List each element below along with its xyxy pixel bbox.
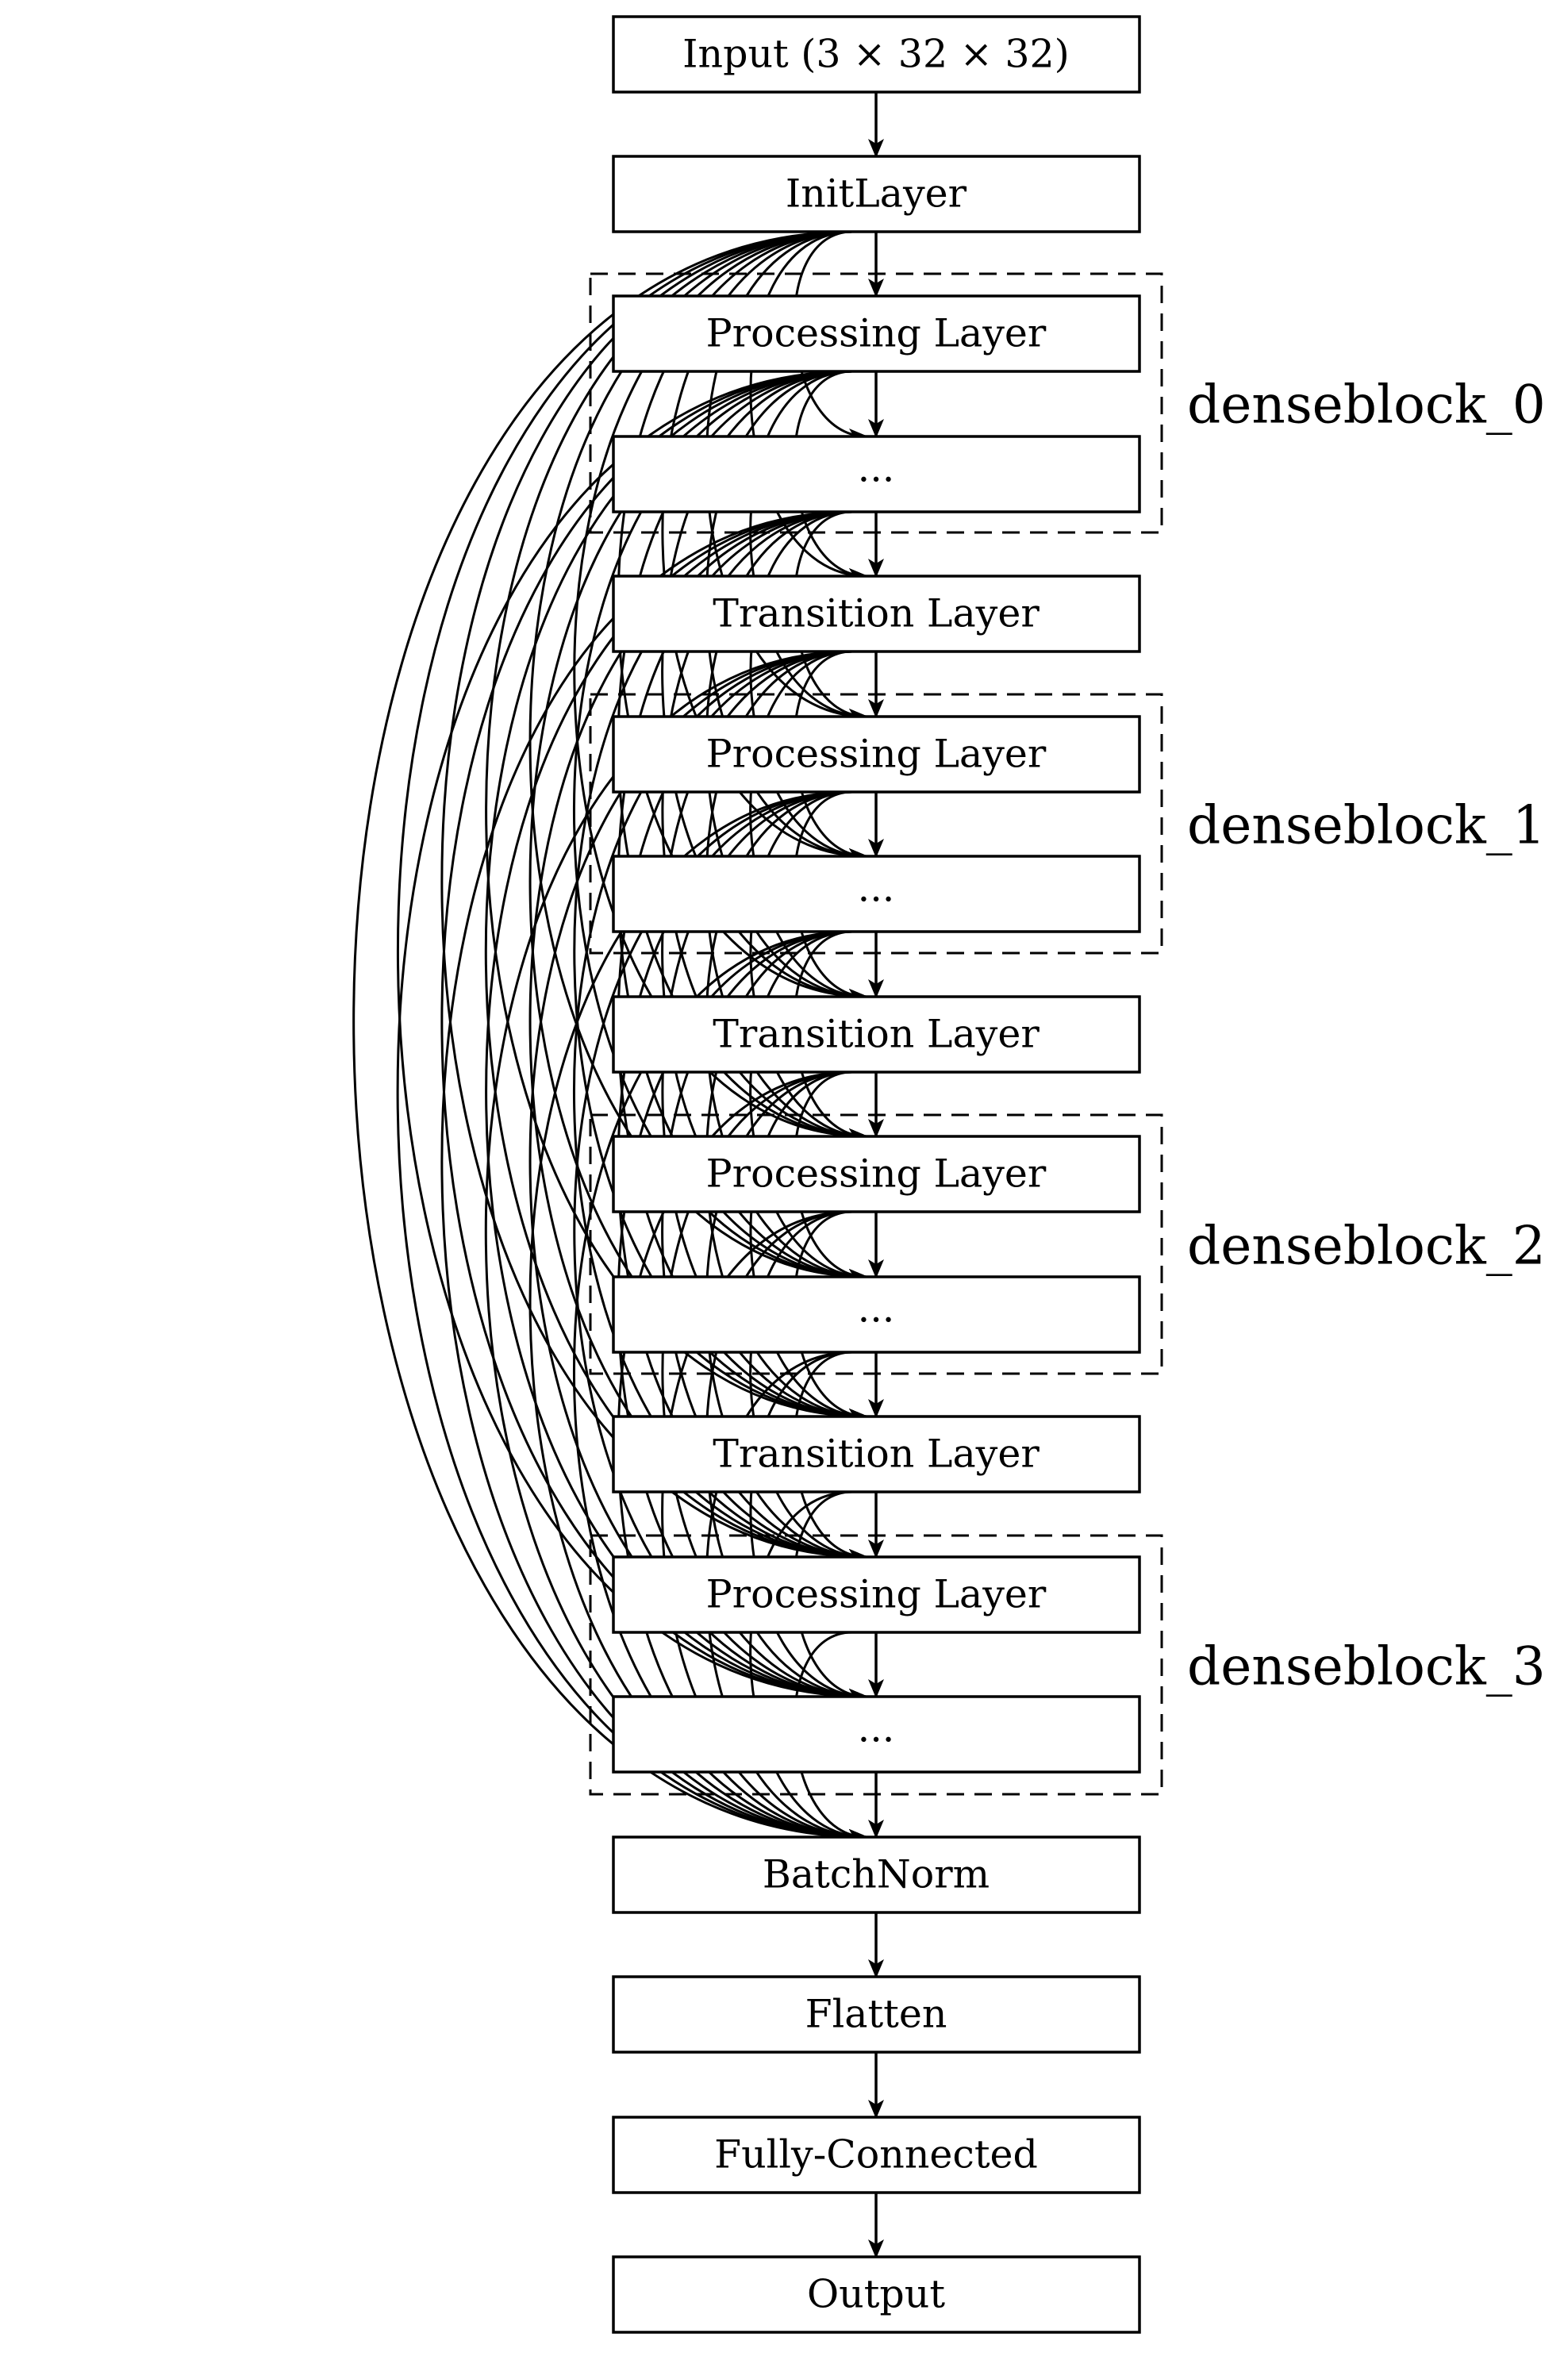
flatten-layer-label: Flatten (805, 1992, 947, 2037)
skip-connection-arrow (661, 790, 868, 1424)
skip-connection-arrow (749, 650, 868, 1005)
ellipsis-layer-label: ... (858, 866, 895, 911)
batchnorm-layer: BatchNorm (612, 1835, 1141, 1914)
output-layer: Output (612, 2255, 1141, 2334)
skip-connection-arrow (661, 930, 868, 1565)
skip-connection-arrow (749, 1071, 868, 1424)
skip-connection-arrow (352, 230, 868, 1845)
layer-boxes: Input (3 × 32 × 32) InitLayer Processing… (612, 15, 1141, 2334)
ellipsis-layer-label: ... (858, 1706, 895, 1751)
ellipsis-layer-block1: ... (612, 855, 1141, 933)
skip-connection-arrow (573, 370, 868, 1285)
transition-layer-1: Transition Layer (612, 995, 1141, 1074)
batchnorm-layer-label: BatchNorm (763, 1852, 990, 1897)
fully-connected-layer-label: Fully-Connected (714, 2132, 1038, 2178)
init-layer-label: InitLayer (786, 171, 967, 217)
transition-layer-label: Transition Layer (713, 1432, 1040, 1477)
denseblock-3-label: denseblock_3 (1187, 1636, 1546, 1697)
denseblock-1-label: denseblock_1 (1187, 795, 1546, 856)
skip-connection-arrow (749, 1490, 868, 1845)
processing-layer-block0: Processing Layer (612, 294, 1141, 373)
skip-connection-arrow (749, 510, 868, 864)
processing-layer-label: Processing Layer (706, 311, 1047, 356)
transition-layer-0: Transition Layer (612, 575, 1141, 653)
ellipsis-layer-label: ... (858, 446, 895, 491)
transition-layer-2: Transition Layer (612, 1415, 1141, 1493)
skip-connection-arrow (573, 510, 868, 1424)
processing-layer-block3: Processing Layer (612, 1555, 1141, 1634)
ellipsis-layer-block2: ... (612, 1275, 1141, 1354)
dense-block-labels: denseblock_0 denseblock_1 denseblock_2 d… (1187, 375, 1546, 1697)
skip-connection-arrow (573, 650, 868, 1565)
skip-connection-arrow (573, 230, 868, 1144)
processing-layer-block1: Processing Layer (612, 715, 1141, 794)
skip-connection-arrow (573, 930, 868, 1845)
skip-connection-arrow (749, 930, 868, 1285)
transition-layer-label: Transition Layer (713, 1012, 1040, 1057)
processing-layer-label: Processing Layer (706, 732, 1047, 777)
skip-connection-arrow (749, 370, 868, 725)
denseblock-2-label: denseblock_2 (1187, 1216, 1546, 1277)
skip-connection-arrow (749, 230, 868, 584)
input-layer-label: Input (3 × 32 × 32) (682, 32, 1070, 77)
ellipsis-layer-block0: ... (612, 435, 1141, 513)
fully-connected-layer: Fully-Connected (612, 2116, 1141, 2194)
skip-connection-arrow (749, 790, 868, 1144)
processing-layer-label: Processing Layer (706, 1572, 1047, 1617)
transition-layer-label: Transition Layer (713, 591, 1040, 636)
init-layer: InitLayer (612, 155, 1141, 233)
skip-connection-arrow (573, 790, 868, 1705)
denseblock-0-label: denseblock_0 (1187, 375, 1546, 436)
flatten-layer: Flatten (612, 1975, 1141, 2054)
processing-layer-label: Processing Layer (706, 1151, 1047, 1197)
output-layer-label: Output (807, 2272, 945, 2317)
skip-connection-arrow (661, 1210, 868, 1845)
skip-connection-arrow (661, 1071, 868, 1705)
ellipsis-layer-label: ... (858, 1286, 895, 1332)
processing-layer-block2: Processing Layer (612, 1135, 1141, 1213)
ellipsis-layer-block3: ... (612, 1695, 1141, 1774)
input-layer: Input (3 × 32 × 32) (612, 15, 1141, 94)
skip-connection-arrow (749, 1351, 868, 1705)
skip-connection-arrow (749, 1210, 868, 1565)
